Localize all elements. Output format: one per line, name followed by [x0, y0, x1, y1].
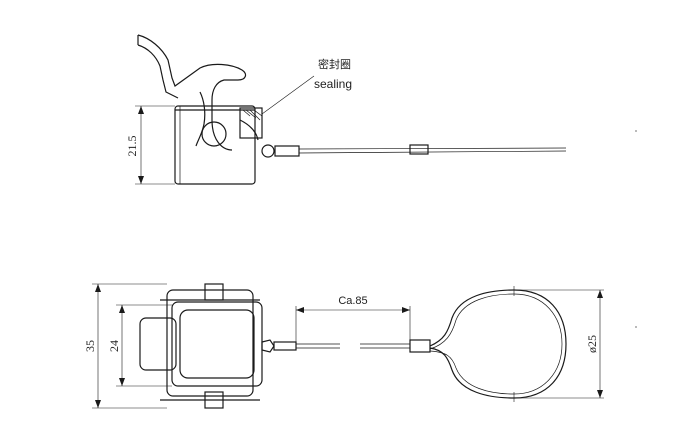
cable-crimp	[274, 145, 300, 157]
cap-inner	[179, 309, 255, 379]
button-circle	[201, 121, 227, 147]
hook	[195, 91, 206, 147]
cable-sleeve-top	[409, 339, 431, 353]
dim-cable-length: Ca.85	[338, 295, 367, 307]
seal-label-cn: 密封圈	[318, 57, 351, 71]
body-outline	[174, 105, 256, 185]
ring-loop-outer	[429, 289, 567, 399]
dim-arrows-side-height	[138, 106, 144, 184]
cable-line-b	[298, 150, 567, 154]
cable-eye	[261, 144, 275, 158]
dim-inner-height: 24	[107, 340, 121, 352]
seal-curve	[239, 119, 259, 141]
lever-arm	[137, 34, 247, 151]
latch-tab	[139, 317, 177, 371]
seal-block	[239, 107, 263, 139]
hinge-top	[204, 283, 224, 301]
cable-crimp-top	[273, 341, 297, 351]
top-view: 35 24 Ca.85 ø25	[83, 283, 604, 409]
outer-frame	[166, 289, 254, 397]
cable-eye-top	[261, 339, 275, 353]
sealing-leader	[261, 75, 315, 115]
seal-hatch	[242, 109, 263, 121]
cable-line-a	[298, 147, 567, 150]
side-view: 密封圈 sealing 21.5	[125, 34, 567, 185]
seal-label-en: sealing	[314, 77, 352, 91]
dim-outer-height: 35	[83, 340, 97, 352]
ring-loop-inner	[429, 293, 563, 395]
dim-side-height: 21.5	[125, 136, 139, 157]
cable-sleeve	[409, 144, 429, 155]
dim-ring-diameter: ø25	[585, 335, 599, 353]
lever-arm-inner	[137, 44, 179, 99]
cap-outer	[171, 301, 263, 387]
